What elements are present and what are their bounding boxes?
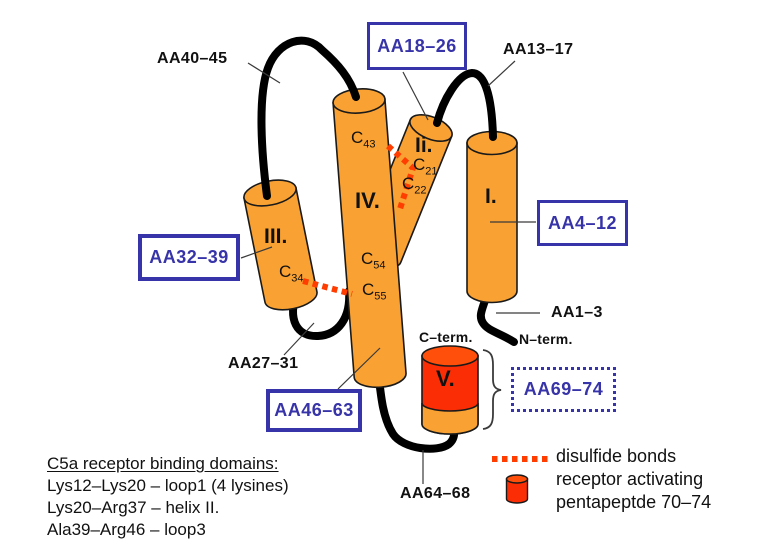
legend-receptor-line1: receptor activating — [556, 469, 704, 489]
loop-aa27-31 — [289, 287, 354, 340]
cys21-base: C — [413, 155, 426, 174]
label-aa1-3: AA1–3 — [551, 304, 603, 321]
cys55-base: C — [362, 280, 375, 299]
loop-aa13-17 — [433, 68, 497, 141]
helix-i-cylinder — [466, 130, 518, 304]
cys21-sub: 21 — [425, 165, 438, 178]
pointer-lines — [240, 60, 540, 484]
boxed-label-aa46-63: AA46–63 — [266, 389, 362, 432]
cys43-sub: 43 — [363, 138, 376, 151]
boxed-label-aa18-26: AA18–26 — [367, 22, 467, 70]
label-c-terminus: C–term. — [419, 329, 473, 345]
cys55-sub: 55 — [374, 290, 387, 303]
brace-aa69-74 — [482, 349, 502, 430]
legend-cylinder-top — [505, 474, 529, 484]
pointer-aa32-39 — [240, 246, 273, 259]
helix-v-cylinder — [421, 345, 479, 435]
helix-v-top-face — [421, 345, 479, 367]
pointer-aa27-31 — [283, 322, 315, 356]
binding-domains-title: C5a receptor binding domains: — [47, 454, 279, 473]
binding-domains-line1: Lys12–Lys20 – loop1 (4 lysines) — [47, 476, 289, 495]
binding-domains-line3: Ala39–Arg46 – loop3 — [47, 520, 206, 539]
cys34-sub: 34 — [291, 272, 304, 285]
label-cys43: C43 — [351, 128, 376, 151]
label-aa64-68: AA64–68 — [400, 485, 471, 502]
boxed-label-aa4-12: AA4–12 — [537, 200, 628, 246]
boxed-label-aa32-39: AA32–39 — [138, 234, 240, 281]
helix-iii-cylinder — [243, 179, 318, 311]
label-helix-i: I. — [485, 185, 497, 208]
helix-i-body — [466, 142, 518, 304]
cys54-base: C — [361, 249, 374, 268]
pointer-aa40-45 — [247, 62, 281, 84]
disulfide-bond-c34-c55 — [302, 278, 353, 297]
cys43-base: C — [351, 128, 364, 147]
label-cys34: C34 — [279, 262, 304, 285]
label-aa40-45: AA40–45 — [157, 50, 228, 67]
helix-iv-cylinder — [332, 88, 407, 389]
pointer-aa46-63 — [337, 347, 381, 390]
label-cys22: C22 — [402, 174, 427, 197]
legend-pentapeptide-swatch — [505, 474, 529, 504]
label-helix-iii: III. — [264, 225, 288, 248]
helix-v-orange-band — [421, 402, 479, 435]
binding-domains-line2: Lys20–Arg37 – helix II. — [47, 498, 220, 517]
pointer-aa13-17 — [487, 60, 516, 87]
label-aa27-31: AA27–31 — [228, 355, 299, 372]
label-cys55: C55 — [362, 280, 387, 303]
helix-iii-body — [243, 186, 318, 311]
helix-iv-body — [332, 98, 407, 389]
label-helix-iv: IV. — [355, 188, 380, 213]
pointer-aa18-26 — [402, 71, 429, 121]
legend-disulfide-label: disulfide bonds — [556, 446, 677, 466]
legend-cylinder-body — [505, 478, 529, 504]
label-cys21: C21 — [413, 155, 438, 178]
cys22-base: C — [402, 174, 415, 193]
label-aa13-17: AA13–17 — [503, 41, 574, 58]
cys54-sub: 54 — [373, 259, 386, 272]
boxed-label-aa69-74: AA69–74 — [511, 367, 616, 412]
legend-receptor-line2: pentapeptde 70–74 — [556, 492, 712, 512]
disulfide-bond-c43-c22 — [386, 143, 417, 213]
label-helix-v: V. — [436, 366, 455, 391]
label-n-terminus: N–term. — [519, 331, 573, 347]
helix-iv-top-face — [332, 88, 386, 114]
cys34-base: C — [279, 262, 292, 281]
label-cys54: C54 — [361, 249, 386, 272]
loop-aa40-45 — [257, 36, 360, 200]
label-helix-ii: Ii. — [415, 134, 433, 157]
cys22-sub: 22 — [414, 184, 427, 197]
